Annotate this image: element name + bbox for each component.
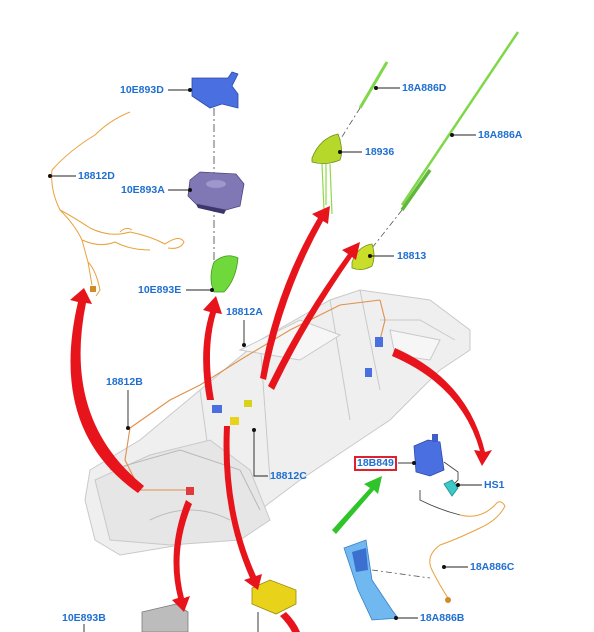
label-18B849: 18B849 [354,456,397,471]
leader-lines [48,86,482,632]
part-18B849-module [413,434,445,477]
part-HS1-connector-wire [419,461,461,516]
leader-18A886D-center [339,107,361,141]
part-10E893E-cover [210,255,239,293]
callout-arrows [70,206,492,632]
body-module-blue [212,405,222,413]
highlight-arrow [332,476,382,534]
label-10E893A: 10E893A [121,184,165,196]
label-18A886A: 18A886A [478,129,523,141]
leader-18A886A-center [371,209,403,249]
part-HS1-connector [443,479,459,497]
label-18812B: 18812B [106,376,143,388]
body-connector-yellow [244,400,252,407]
body-connector-red [186,487,194,495]
part-18813-antenna-base [351,243,375,270]
label-10E893B: 10E893B [62,612,106,624]
label-10E893E: 10E893E [138,284,182,296]
part-18936-antenna-base [311,133,342,215]
label-18936: 18936 [365,146,395,158]
part-18A886B-film-antenna [343,539,399,621]
body-module-blue-rear2 [365,368,372,377]
label-18A886B: 18A886B [420,612,465,624]
label-18813: 18813 [397,250,427,262]
body-wiring-harness [124,299,386,491]
label-HS1: HS1 [484,479,505,491]
part-yellow-module [251,579,297,615]
label-10E893D: 10E893D [120,84,164,96]
label-18A886D: 18A886D [402,82,447,94]
label-18812D: 18812D [78,170,115,182]
body-module-blue-rear [375,337,383,347]
part-18A886A-rod-detail [400,168,432,212]
body-module-yellow [230,417,239,425]
label-18812A: 18812A [226,306,263,318]
part-10E893B-module [141,603,189,632]
part-18A886C-cable [429,501,506,599]
part-18812D-harness [51,111,185,297]
part-10E893A-module [187,171,245,214]
part-18A886A-antenna-rod [400,31,520,206]
part-18A886D-antenna-rod [358,61,389,109]
cable-18A886C-end [445,597,451,603]
label-18812C: 18812C [270,470,307,482]
leader-18A886B-center [371,569,431,579]
part-10E893D-bracket [191,71,239,109]
harness-18812D-connector [90,286,96,292]
label-18A886C: 18A886C [470,561,515,573]
